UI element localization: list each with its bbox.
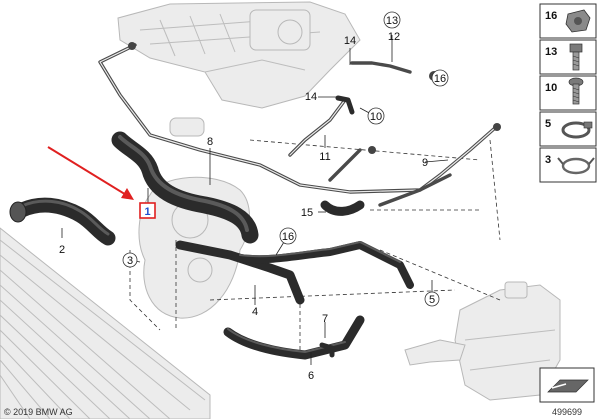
panel-item-number: 3 [545,154,551,166]
panel-item-3[interactable]: 3 [539,147,597,183]
hose-15[interactable] [320,200,365,216]
coolant-pipes [98,42,501,207]
callout-16-top[interactable]: 16 [431,69,449,87]
svg-text:1: 1 [144,206,150,218]
callout-13[interactable]: 13 [383,11,401,29]
callout-5[interactable]: 5 [424,291,440,307]
callout-14-top[interactable]: 14 [344,35,356,47]
panel-item-number: 16 [545,10,557,22]
hose-7[interactable] [319,342,335,358]
sensor-ghost [169,117,205,137]
panel-item-number: 13 [545,46,557,58]
panel-item-10[interactable]: 10 [539,75,597,111]
pipe-connector-icon [565,9,591,33]
engine-ghost [117,1,361,109]
callout-10[interactable]: 10 [367,107,385,125]
pipe-end-left [128,42,136,50]
spring-clamp-icon [557,157,595,175]
callout-8[interactable]: 8 [207,136,213,148]
callout-11[interactable]: 11 [319,151,330,163]
svg-text:16: 16 [282,231,294,243]
hose-4[interactable] [175,240,414,305]
diagram-id: 499699 [552,407,582,417]
callout-3[interactable]: 3 [122,252,138,268]
bolt-icon [569,43,583,71]
pipe-end-right [493,123,501,131]
hose-14[interactable] [335,95,355,115]
svg-text:16: 16 [434,73,446,85]
panel-item-5[interactable]: 5 [539,111,597,147]
callout-15[interactable]: 15 [301,207,313,219]
hose-6[interactable] [223,315,365,360]
callout-2[interactable]: 2 [59,244,65,256]
arrow-logo-icon [547,379,589,393]
svg-text:3: 3 [127,255,133,267]
callout-1[interactable]: 1 [139,202,156,219]
pipe-end-11 [368,146,376,154]
panel-item-number: 10 [545,82,557,94]
leader-lines [61,35,449,365]
hose-1[interactable] [111,131,259,244]
panel-item-number: 5 [545,118,551,130]
expansion-tank-ghost [404,281,561,401]
panel-item-13[interactable]: 13 [539,39,597,75]
screw-icon [568,77,584,105]
callout-9[interactable]: 9 [422,157,428,169]
callout-16-mid[interactable]: 16 [279,227,297,245]
radiator-ghost [0,227,211,419]
diagram-logo [539,367,595,403]
callout-14-mid[interactable]: 14 [305,91,317,103]
hose-2[interactable] [9,197,116,246]
svg-text:10: 10 [370,111,382,123]
highlight-arrow [47,146,134,200]
svg-text:13: 13 [386,15,398,27]
parts-panel: 16 13 10 [539,3,597,183]
callout-6[interactable]: 6 [308,370,314,382]
panel-item-16[interactable]: 16 [539,3,597,39]
callout-7[interactable]: 7 [322,313,328,325]
callout-12[interactable]: 12 [388,31,400,43]
hose-clamp-icon [561,121,593,139]
svg-text:5: 5 [429,294,435,306]
copyright-text: © 2019 BMW AG [4,407,73,417]
callout-4[interactable]: 4 [252,306,258,318]
